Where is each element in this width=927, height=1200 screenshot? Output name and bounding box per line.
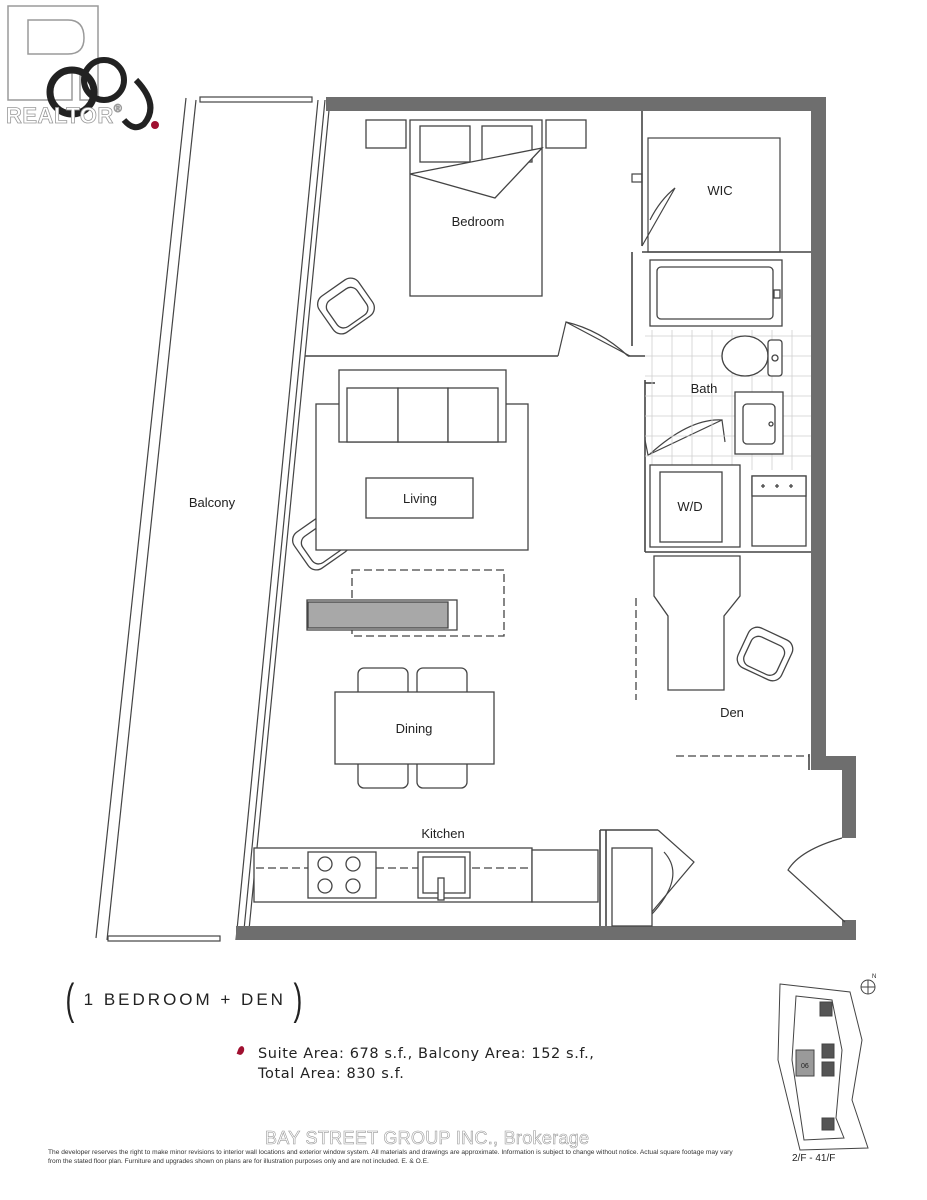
realtor-logo-text: REALTOR® <box>6 103 123 129</box>
suite-areas-line2: Total Area: 830 s.f. <box>258 1066 405 1082</box>
bathtub <box>649 259 783 327</box>
realtor-trademark: ® <box>113 103 123 116</box>
bath-tiles <box>645 330 811 470</box>
disclaimer-text: The developer reserves the right to make… <box>48 1149 733 1165</box>
suite-title: ( 1 BEDROOM + DEN ) <box>62 978 308 1022</box>
room-label-dining: Dining <box>396 721 433 736</box>
toilet <box>721 335 783 377</box>
vanity-sink <box>734 391 784 455</box>
realtor-logo <box>7 5 159 131</box>
lounge-chair-bedroom <box>316 277 376 335</box>
suite-areas: Suite Area: 678 s.f., Balcony Area: 152 … <box>236 1044 595 1084</box>
living-furniture <box>315 369 529 551</box>
room-label-kitchen: Kitchen <box>421 826 464 841</box>
room-label-bedroom: Bedroom <box>452 214 505 229</box>
brokerage-watermark: BAY STREET GROUP INC., Brokerage <box>265 1128 590 1149</box>
room-label-den: Den <box>720 705 744 720</box>
realtor-logo-word: REALTOR <box>6 103 114 129</box>
cooktop-unit <box>751 475 807 547</box>
suite-title-open-paren: ( <box>65 975 77 1024</box>
room-label-wic: WIC <box>707 183 732 198</box>
room-label-bath: Bath <box>691 381 718 396</box>
room-label-living: Living <box>403 491 437 506</box>
suite-title-text: 1 BEDROOM + DEN <box>83 990 286 1009</box>
exterior-walls <box>236 97 856 940</box>
balcony-area <box>95 96 313 942</box>
suite-areas-line1: Suite Area: 678 s.f., Balcony Area: 152 … <box>258 1046 595 1062</box>
keyplan-north-label: N <box>872 974 876 980</box>
floor-range: 2/F - 41/F <box>792 1153 836 1164</box>
media-console <box>306 569 505 637</box>
keyplan-unit-label: 06 <box>801 1063 809 1070</box>
suite-title-close-paren: ) <box>293 975 305 1024</box>
dining-furniture <box>334 667 495 789</box>
den-furniture <box>635 555 809 757</box>
kitchen-counter <box>253 847 653 927</box>
room-label-wd: W/D <box>677 499 702 514</box>
washer-dryer <box>649 464 741 548</box>
lounge-chair-den <box>736 626 794 682</box>
wic-closet <box>647 137 781 253</box>
window-wall <box>235 99 331 941</box>
key-plan <box>777 979 876 1151</box>
bedroom-furniture <box>365 119 587 297</box>
room-label-balcony: Balcony <box>189 495 236 510</box>
